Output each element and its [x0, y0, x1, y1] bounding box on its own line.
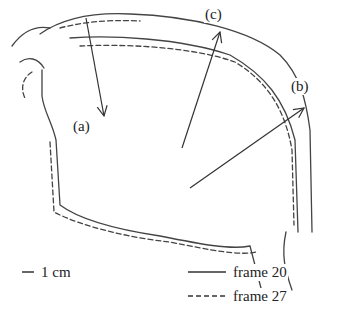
arrow-b: [190, 108, 304, 188]
arrow-a: [86, 18, 104, 116]
jaw-outline: [42, 70, 262, 292]
palate-outline: [40, 14, 312, 232]
palate-dashed: [60, 21, 140, 28]
tongue-outline: [70, 37, 298, 232]
lip-dashed: [23, 72, 32, 100]
arrow-label: (c): [204, 6, 223, 23]
arrow-c: [182, 32, 220, 148]
legend-sample-dashed: [188, 295, 226, 297]
arrow-label: (b): [290, 78, 310, 95]
upper-lip: [12, 27, 50, 46]
legend-sample-solid: [188, 271, 226, 273]
scale-label: 1 cm: [40, 264, 72, 281]
larynx-outline: [284, 232, 292, 290]
jaw-dashed: [50, 142, 256, 253]
legend-label: frame 20: [232, 264, 288, 281]
arrow-label: (a): [72, 118, 91, 135]
scale-bar: [22, 271, 34, 273]
tongue-outline-dashed: [80, 45, 294, 225]
legend-label: frame 27: [232, 288, 288, 305]
lip-edge: [20, 59, 44, 68]
